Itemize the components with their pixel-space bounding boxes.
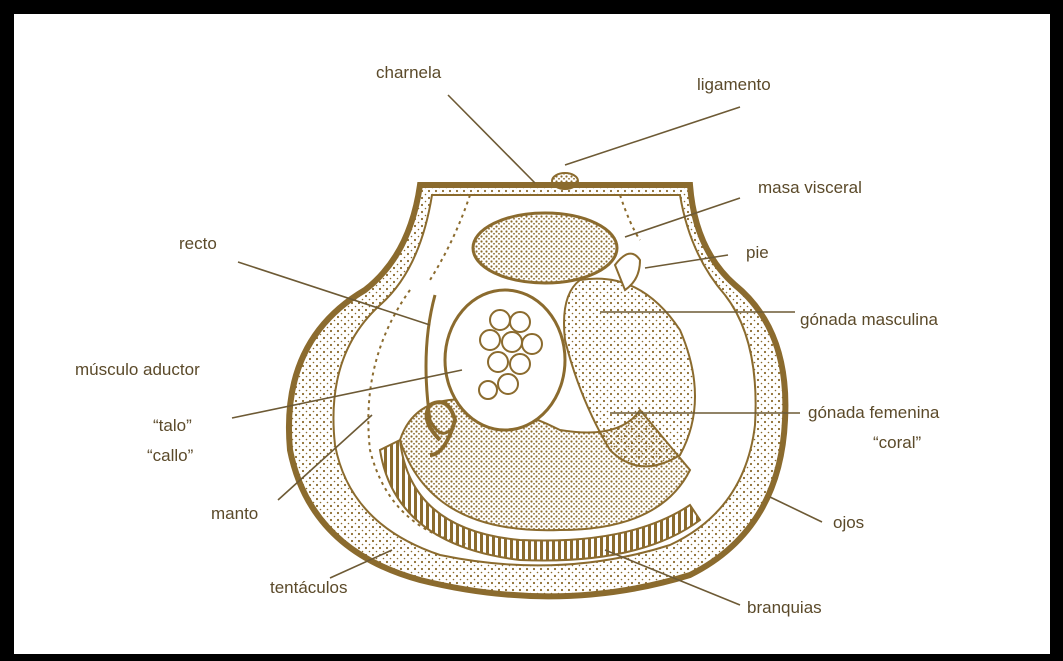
label-coral: “coral” [873,433,922,452]
label-ligamento: ligamento [697,75,771,94]
label-musculo-aductor: músculo aductor [75,360,200,379]
leader-ojos [770,497,822,522]
label-pie: pie [746,243,769,262]
ligament-knob [552,173,578,189]
label-callo: “callo” [147,446,194,465]
leader-ligamento [565,107,740,165]
visceral-mass [473,213,617,283]
label-gonada-masculina: gónada masculina [800,310,939,329]
leader-charnela [448,95,535,183]
label-recto: recto [179,234,217,253]
label-ojos: ojos [833,513,864,532]
label-gonada-femenina: gónada femenina [808,403,940,422]
label-charnela: charnela [376,63,442,82]
label-branquias: branquias [747,598,822,617]
label-talo: “talo” [153,416,192,435]
label-masa-visceral: masa visceral [758,178,862,197]
label-tentaculos: tentáculos [270,578,348,597]
scallop-shell [289,173,785,596]
label-manto: manto [211,504,258,523]
